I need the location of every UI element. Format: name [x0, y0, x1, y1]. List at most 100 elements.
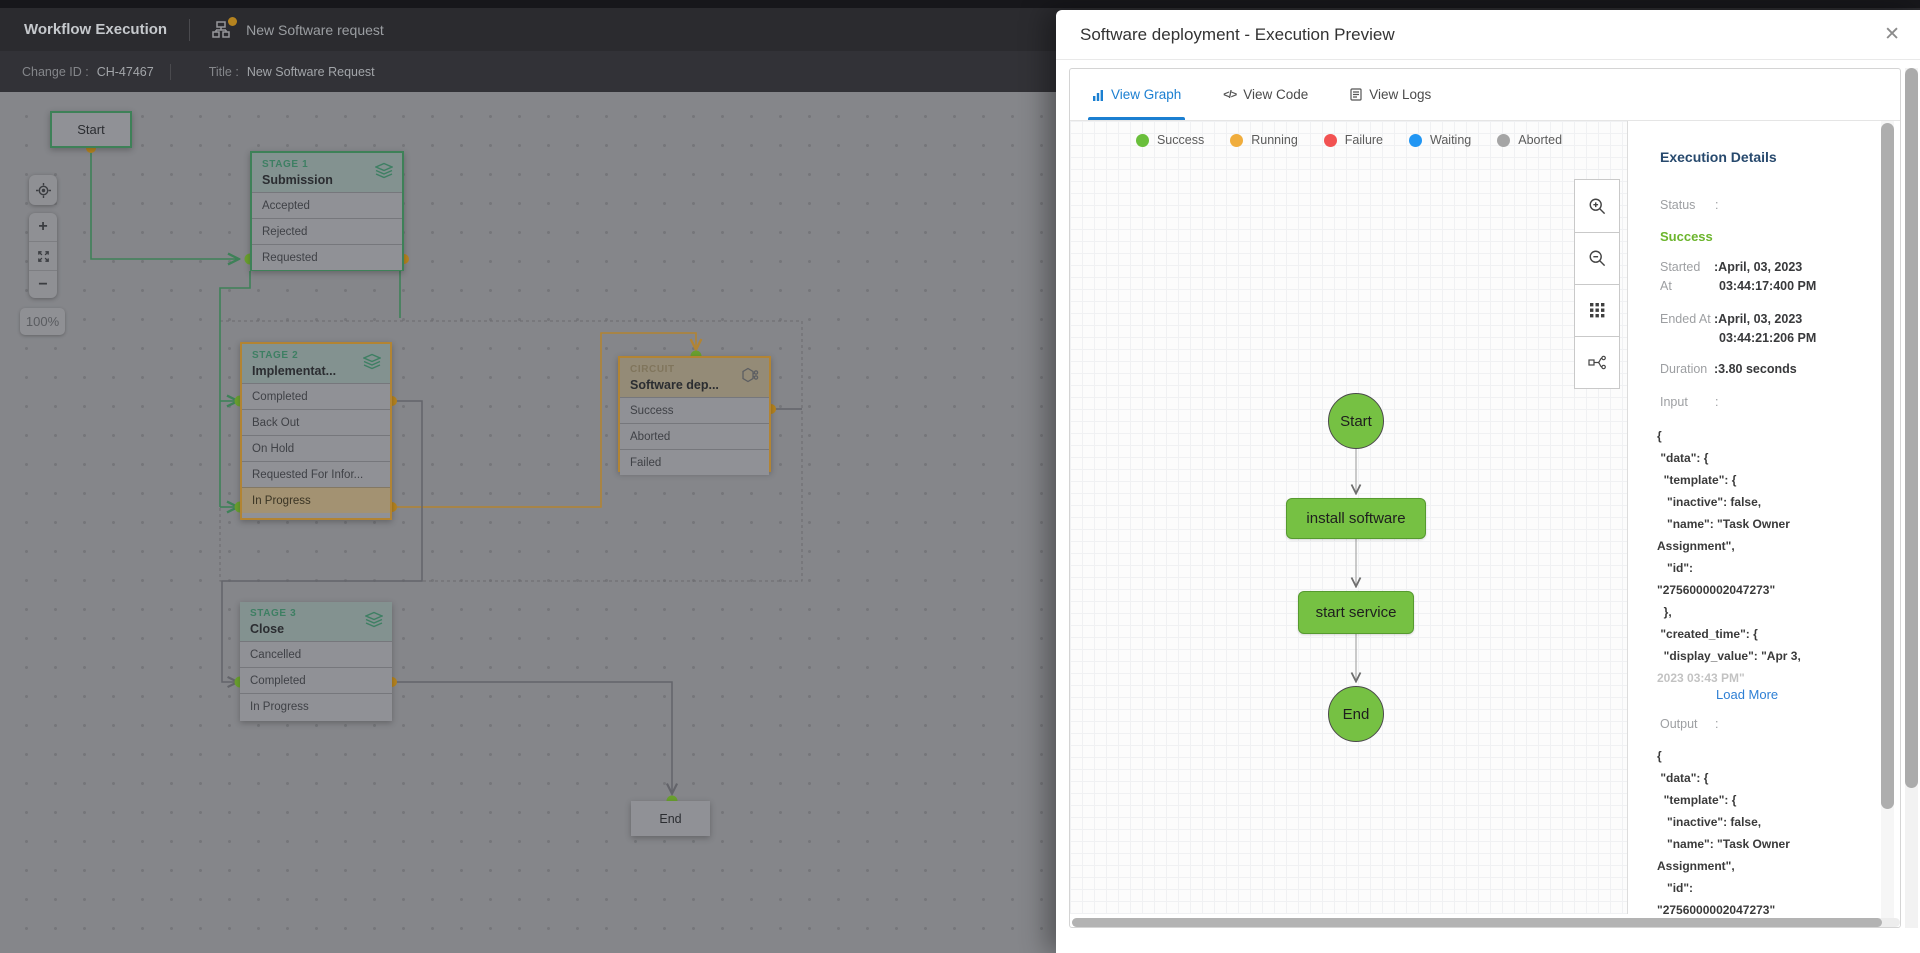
grid-view-icon[interactable] — [1575, 284, 1619, 336]
graph-task-start-service[interactable]: start service — [1298, 591, 1414, 634]
legend-running-dot — [1230, 133, 1244, 147]
bar-chart-icon — [1093, 89, 1103, 101]
stage3-kind: STAGE 3 — [250, 608, 297, 619]
details-scrollbar-thumb[interactable] — [1881, 123, 1894, 809]
request-name: New Software request — [246, 21, 384, 38]
legend-aborted-dot — [1497, 133, 1511, 147]
recenter-button[interactable] — [29, 175, 57, 205]
graph-end-node[interactable]: End — [1328, 686, 1384, 742]
stage1-node: STAGE 1 Submission Accepted Rejected Req… — [250, 151, 404, 271]
horizontal-scrollbar-track[interactable] — [1072, 918, 1900, 927]
stage3-status-row: Cancelled — [240, 641, 392, 667]
input-label: Input — [1660, 395, 1688, 409]
input-json: { "data": { "template": { "inactive": fa… — [1657, 429, 1801, 685]
tab-view-code[interactable]: </> View Code — [1223, 69, 1308, 120]
change-id-value: CH-47467 — [96, 64, 154, 79]
active-tab-underline — [1088, 117, 1186, 120]
layout-tree-icon[interactable] — [1575, 336, 1619, 388]
started-date: :April, 03, 2023 — [1714, 260, 1803, 274]
duration-label: Duration — [1660, 362, 1708, 376]
stage3-status-row: Completed — [240, 667, 392, 693]
graph-node-label: End — [1342, 705, 1370, 723]
circuit-icon — [740, 366, 760, 389]
stage2-node: STAGE 2 Implementat... Completed Back Ou… — [240, 342, 392, 520]
started-time: 03:44:17:400 PM — [1719, 279, 1817, 293]
layers-icon — [362, 353, 382, 374]
tab-label: View Logs — [1369, 87, 1432, 102]
graph-task-install-software[interactable]: install software — [1286, 498, 1426, 539]
tab-view-graph[interactable]: View Graph — [1088, 69, 1186, 120]
legend-label: Waiting — [1430, 133, 1472, 147]
fit-screen-button[interactable] — [29, 241, 57, 270]
header-divider — [189, 18, 191, 41]
preview-panel: View Graph </> View Code View Logs Succe… — [1069, 68, 1901, 928]
close-icon[interactable]: ✕ — [1884, 24, 1900, 45]
stage3-status-row: In Progress — [240, 693, 392, 719]
execution-preview-modal: Software deployment - Execution Preview … — [1056, 10, 1920, 953]
stage1-status-row: Accepted — [252, 192, 402, 218]
canvas-zoom-controls: + − — [29, 213, 57, 298]
code-icon: </> — [1223, 88, 1237, 101]
duration-value: :3.80 seconds — [1714, 362, 1797, 376]
ended-date: :April, 03, 2023 — [1714, 312, 1803, 326]
legend-label: Aborted — [1518, 133, 1563, 147]
graph-start-node[interactable]: Start — [1328, 393, 1384, 449]
graph-node-label: start service — [1315, 604, 1397, 621]
colon: : — [1715, 717, 1719, 731]
started-at-label: Started — [1660, 260, 1701, 274]
legend-label: Success — [1156, 133, 1205, 147]
start-node: Start — [50, 111, 132, 148]
stage1-name: Submission — [262, 173, 333, 187]
status-label: Status — [1660, 198, 1696, 212]
load-more-link[interactable]: Load More — [1716, 687, 1779, 702]
status-legend: Success Running Failure Waiting Aborted — [1070, 133, 1627, 147]
stage2-status-row: Requested For Infor... — [242, 461, 390, 487]
zoom-in-button[interactable]: + — [38, 218, 48, 235]
title-value: New Software Request — [246, 64, 375, 79]
tab-label: View Graph — [1111, 87, 1182, 102]
tab-label: View Code — [1243, 87, 1309, 102]
meta-divider — [169, 63, 171, 80]
output-json: { "data": { "template": { "inactive": fa… — [1657, 749, 1790, 917]
graph-node-label: Start — [1340, 412, 1372, 430]
graph-zoom-in-button[interactable] — [1575, 180, 1619, 232]
modal-title: Software deployment - Execution Preview — [1080, 25, 1395, 44]
top-strip — [0, 0, 1920, 8]
circuit-status-row: Failed — [620, 449, 769, 475]
title-label: Title : — [208, 64, 239, 79]
ended-time: 03:44:21:206 PM — [1719, 331, 1817, 345]
execution-details-panel: Execution Details Status : Success Start… — [1628, 121, 1900, 918]
started-at-label: At — [1660, 279, 1672, 293]
stage2-status-row: Completed — [242, 383, 390, 409]
change-id-label: Change ID : — [22, 64, 89, 79]
workflow-icon — [212, 17, 238, 38]
circuit-status-row: Aborted — [620, 423, 769, 449]
graph-toolbar — [1574, 179, 1620, 389]
crosshair-icon — [29, 175, 57, 205]
stage3-name: Close — [250, 622, 285, 636]
modal-scrollbar-thumb[interactable] — [1905, 68, 1918, 788]
zoom-out-button[interactable]: − — [29, 270, 57, 298]
graph-zoom-out-button[interactable] — [1575, 232, 1619, 284]
output-label: Output — [1660, 717, 1698, 731]
tab-view-logs[interactable]: View Logs — [1350, 69, 1431, 120]
end-node: End — [631, 801, 710, 836]
execution-graph-area: Success Running Failure Waiting Aborted — [1070, 121, 1628, 914]
horizontal-scrollbar-thumb[interactable] — [1072, 918, 1882, 927]
circuit-name: Software dep... — [630, 378, 719, 392]
stage3-node: STAGE 3 Close Cancelled Completed In Pro… — [240, 602, 392, 721]
legend-label: Failure — [1344, 133, 1384, 147]
circuit-kind: CIRCUIT — [630, 364, 675, 375]
colon: : — [1715, 395, 1719, 409]
layers-icon — [364, 611, 384, 632]
start-node-label: Start — [77, 122, 105, 137]
page-title: Workflow Execution — [24, 21, 168, 38]
legend-success-dot — [1135, 133, 1149, 147]
stage2-status-row: On Hold — [242, 435, 390, 461]
legend-failure-dot — [1323, 133, 1337, 147]
status-value: Success — [1660, 229, 1713, 244]
colon: : — [1715, 198, 1719, 212]
stage1-status-row: Rejected — [252, 218, 402, 244]
modal-header: Software deployment - Execution Preview … — [1056, 10, 1920, 60]
